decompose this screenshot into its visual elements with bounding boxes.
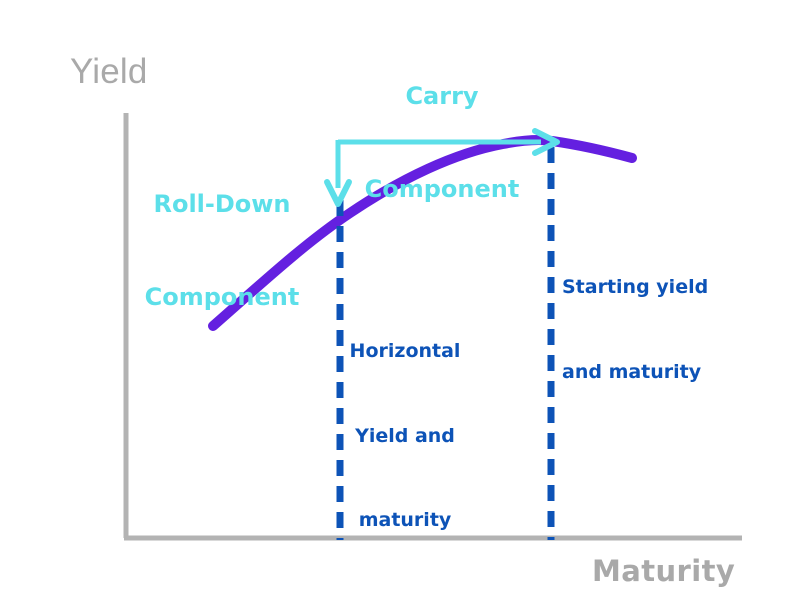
horizontal-point-label: Horizontal Yield and maturity <box>334 281 476 590</box>
carry-arrow-head-icon <box>532 128 560 156</box>
roll-down-component-label-line1: Roll-Down <box>153 190 291 219</box>
x-axis-title: Maturity <box>592 554 736 588</box>
carry-component-label-line2: Component <box>364 174 520 203</box>
starting-point-label-line1: Starting yield <box>562 276 709 299</box>
horizontal-point-label-line2: Yield and <box>355 424 455 447</box>
carry-component-label: Carry Component <box>342 20 542 266</box>
yield-curve <box>208 135 637 331</box>
rolldown-arrow-head-icon <box>324 179 352 207</box>
horizontal-point-label-line3: maturity <box>358 508 452 531</box>
y-axis-title: Yield <box>70 52 148 91</box>
roll-down-component-label: Roll-Down Component <box>112 128 332 374</box>
starting-point-label: Starting yield and maturity <box>562 217 747 442</box>
carry-component-label-line1: Carry <box>405 82 479 111</box>
roll-down-component-label-line2: Component <box>144 282 300 311</box>
starting-point-label-line2: and maturity <box>562 360 702 383</box>
horizontal-point-label-line1: Horizontal <box>349 340 461 363</box>
